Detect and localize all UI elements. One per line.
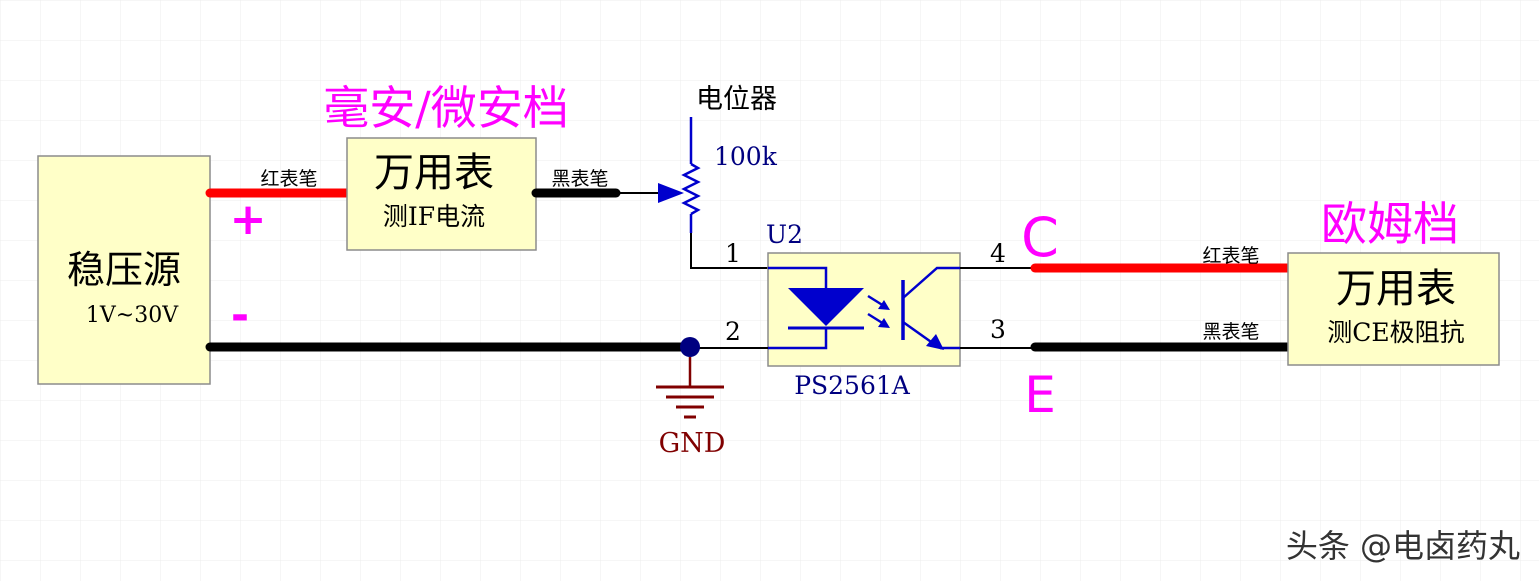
- transistor-emitter-arrow-icon: [926, 334, 944, 350]
- meter-left: 万用表 测IF电流: [346, 137, 537, 251]
- minus-terminal-label: -: [231, 290, 249, 341]
- plus-terminal-label: +: [230, 194, 267, 245]
- pin2-label: 2: [725, 317, 741, 346]
- potentiometer-name: 电位器: [696, 84, 777, 115]
- red-lead-label-left: 红表笔: [260, 168, 317, 190]
- light-arrow-2-head-icon: [878, 318, 890, 328]
- optocoupler-ref: U2: [766, 220, 803, 249]
- meter-right: 万用表 测CE极阻抗: [1287, 252, 1500, 366]
- potentiometer-value: 100k: [714, 142, 778, 171]
- meter-right-mode: 欧姆档: [1321, 197, 1459, 251]
- emitter-label: E: [1024, 366, 1056, 424]
- ground-junction: [680, 337, 700, 357]
- meter-right-subtitle: 测CE极阻抗: [1327, 318, 1464, 347]
- meter-left-subtitle: 测IF电流: [383, 202, 485, 231]
- transistor-emitter: [902, 320, 935, 346]
- black-lead-label-right: 黑表笔: [1202, 321, 1259, 343]
- optocoupler-part: PS2561A: [794, 371, 911, 400]
- wiper-arrow-icon: [658, 183, 684, 203]
- collector-label: C: [1021, 206, 1059, 269]
- power-supply-box: [37, 155, 211, 385]
- meter-left-title: 万用表: [374, 150, 494, 196]
- light-arrow-1-head-icon: [878, 300, 890, 310]
- led-anode-wire: [768, 266, 828, 288]
- pot-resistor-zigzag: [681, 162, 701, 216]
- pin1-wire: [690, 233, 768, 269]
- black-lead-label-left: 黑表笔: [551, 168, 608, 190]
- gnd-label: GND: [659, 428, 726, 459]
- power-supply-title: 稳压源: [67, 248, 181, 292]
- red-lead-label-right: 红表笔: [1202, 245, 1259, 267]
- pin3-label: 3: [990, 315, 1006, 344]
- pin1-label: 1: [725, 239, 741, 268]
- transistor-collector: [902, 266, 960, 299]
- meter-left-box: [346, 137, 537, 251]
- meter-right-box: [1287, 252, 1500, 366]
- power-supply: 稳压源 1V~30V: [37, 155, 211, 385]
- led-cathode-wire: [768, 328, 828, 350]
- watermark-text: 头条 @电卤药丸: [1286, 527, 1520, 565]
- gnd-symbol-icon: [656, 357, 724, 419]
- meter-right-title: 万用表: [1336, 266, 1456, 312]
- led-diode-icon: [788, 288, 864, 326]
- meter-left-mode: 毫安/微安档: [323, 81, 569, 135]
- pin4-label: 4: [990, 239, 1006, 268]
- power-supply-range: 1V~30V: [86, 303, 179, 328]
